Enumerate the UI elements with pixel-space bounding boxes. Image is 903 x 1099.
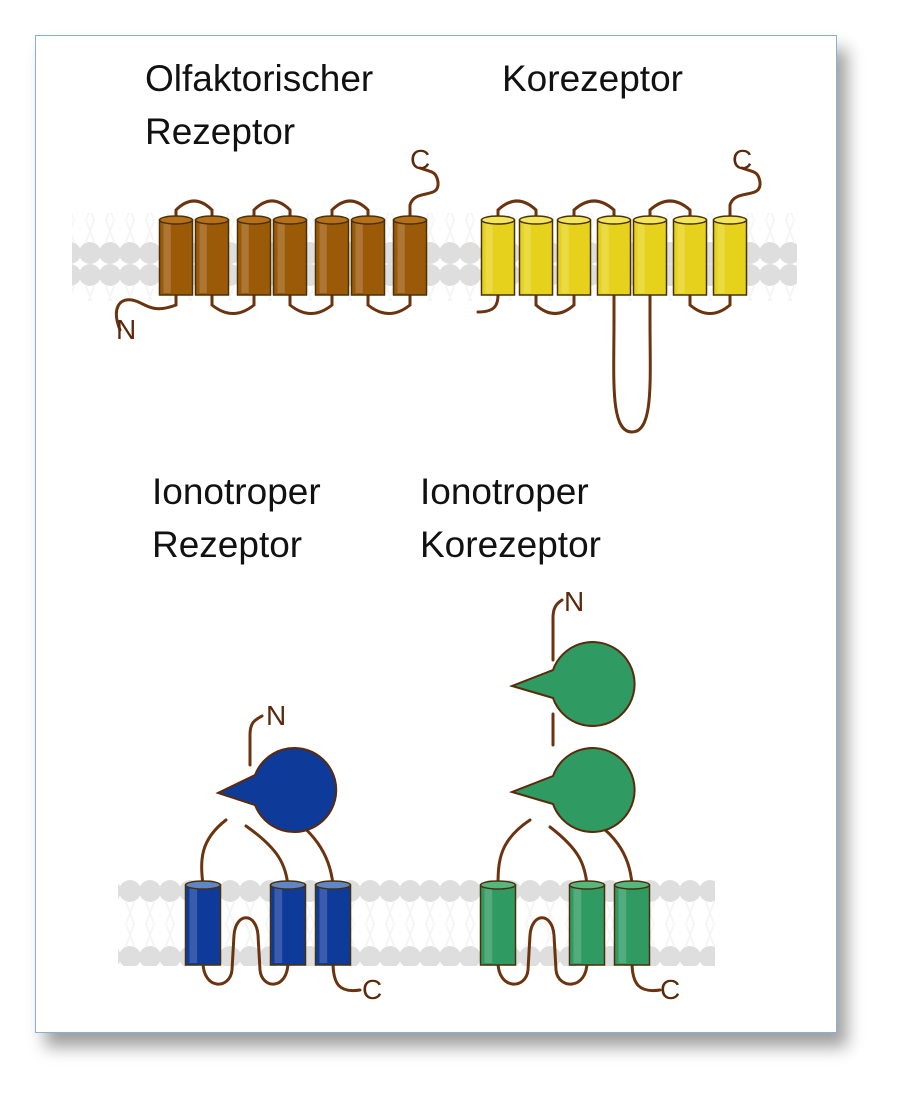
ionotropic-corec-c-terminus: C xyxy=(660,974,681,1005)
label-ionotropic-receptor-line2: Rezeptor xyxy=(152,524,303,565)
olfactory-helix-2-highlight xyxy=(199,222,207,293)
olfactory-helix-6-top xyxy=(350,215,386,225)
corec-helix-6-top xyxy=(672,215,708,225)
olfactory-helix-5-highlight xyxy=(319,222,327,293)
ionotropic-corec-helix-2-top xyxy=(568,880,606,890)
corec-helix-2-highlight xyxy=(523,222,531,293)
corec-helix-1 xyxy=(480,219,516,296)
corec-helix-2-top xyxy=(518,215,554,225)
corec-helix-6 xyxy=(672,219,708,296)
olfactory-helix-5 xyxy=(314,219,350,296)
figure-frame xyxy=(35,35,837,1033)
ionotropic-corec-helix-1-top xyxy=(479,880,517,890)
label-ionotropic-corec-line2: Korezeptor xyxy=(420,524,601,565)
corec-helix-4-top xyxy=(596,215,632,225)
olfactory-helix-3-top xyxy=(236,215,272,225)
ionotropic-receptor-n-terminus: N xyxy=(266,700,287,731)
label-corec: Korezeptor xyxy=(502,58,683,99)
corec-helix-6-highlight xyxy=(677,222,685,293)
ionotropic-corec-helix-3-highlight xyxy=(618,887,627,963)
olfactory-helix-1 xyxy=(158,219,194,296)
olfactory-helix-6-highlight xyxy=(355,222,363,293)
olfactory-helix-7 xyxy=(392,219,428,296)
olfactory-helix-7-top xyxy=(392,215,428,225)
ionotropic-receptor-helix-3 xyxy=(314,884,352,966)
ionotropic-receptor-binding-domain xyxy=(215,747,338,833)
corec-helix-3-highlight xyxy=(561,222,569,293)
olfactory-receptor-helices xyxy=(158,215,428,296)
ionotropic-corec-helix-2 xyxy=(568,884,606,966)
ionotropic-receptor-c-terminus: C xyxy=(362,974,383,1005)
label-olfactory-receptor-line1: Olfaktorischer xyxy=(145,58,374,99)
label-olfactory-receptor-line2: Rezeptor xyxy=(145,111,296,152)
ionotropic-corec-binding-domain-upper xyxy=(508,641,636,727)
corec-helix-3-top xyxy=(556,215,592,225)
olfactory-helix-4 xyxy=(272,219,308,296)
label-ionotropic-receptor-line1: Ionotroper xyxy=(152,471,321,512)
label-ionotropic-corec-line1: Ionotroper xyxy=(420,471,589,512)
olfactory-helix-1-top xyxy=(158,215,194,225)
olfactory-helix-5-top xyxy=(314,215,350,225)
corec-helix-4 xyxy=(596,219,632,296)
olfactory-helix-1-highlight xyxy=(163,222,171,293)
corec-helix-4-highlight xyxy=(601,222,609,293)
ionotropic-corec-helix-1-highlight xyxy=(484,887,493,963)
corec-helix-5-highlight xyxy=(637,222,645,293)
olfactory-n-terminus: N xyxy=(116,314,137,345)
corec-helices xyxy=(480,215,748,296)
olfactory-helix-7-highlight xyxy=(397,222,405,293)
ionotropic-corec-helix-3-top xyxy=(613,880,651,890)
olfactory-helix-4-highlight xyxy=(277,222,285,293)
ionotropic-corec-helix-1 xyxy=(479,884,517,966)
ionotropic-receptor-helix-3-highlight xyxy=(319,887,328,963)
ionotropic-receptor-helix-2-top xyxy=(269,880,307,890)
corec-helix-1-top xyxy=(480,215,516,225)
olfactory-helix-2-top xyxy=(194,215,230,225)
corec-helix-7-top xyxy=(712,215,748,225)
corec-helix-1-highlight xyxy=(485,222,493,293)
ionotropic-corec-helix-2-highlight xyxy=(573,887,582,963)
olfactory-helix-3-highlight xyxy=(241,222,249,293)
olfactory-helix-3 xyxy=(236,219,272,296)
ionotropic-receptor-helix-1-top xyxy=(184,880,222,890)
ionotropic-receptor-helix-2-highlight xyxy=(274,887,283,963)
corec-c-terminus: C xyxy=(732,144,753,175)
corec-helix-7-highlight xyxy=(717,222,725,293)
ionotropic-corec-helices xyxy=(479,880,651,966)
olfactory-helix-2 xyxy=(194,219,230,296)
olfactory-helix-4-top xyxy=(272,215,308,225)
olfactory-c-terminus: C xyxy=(410,144,431,175)
ionotropic-receptor-helix-1-highlight xyxy=(189,887,198,963)
connecting-loops xyxy=(115,166,762,993)
ionotropic-corec-binding-domain-lower xyxy=(508,747,636,833)
ionotropic-corec-n-terminus: N xyxy=(564,586,585,617)
olfactory-helix-6 xyxy=(350,219,386,296)
ionotropic-corec-helix-3 xyxy=(613,884,651,966)
ionotropic-receptor-helix-3-top xyxy=(314,880,352,890)
corec-helix-5 xyxy=(632,219,668,296)
corec-helix-7 xyxy=(712,219,748,296)
corec-helix-5-top xyxy=(632,215,668,225)
ionotropic-receptor-helices xyxy=(184,880,352,966)
